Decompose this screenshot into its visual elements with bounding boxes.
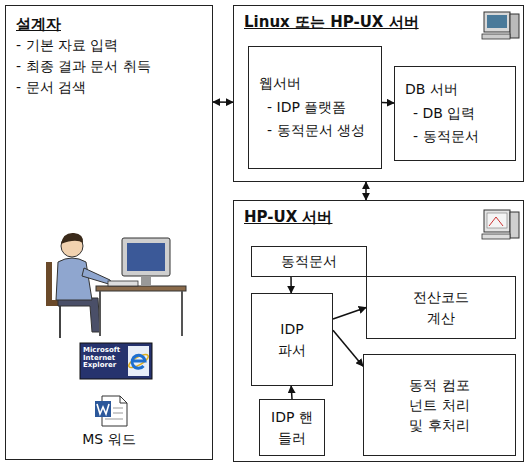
server-group: Linux 또는 HP-UX 서버웹서버- IDP 플랫폼- 동적문서 생성DB…: [233, 5, 524, 182]
user-panel: 설계자- 기본 자료 입력- 최종 결과 문서 취득- 문서 검색 MS 워드: [5, 5, 213, 460]
browser-icon-logo: [132, 355, 145, 368]
desk-leg: [99, 291, 101, 336]
monitor-stand: [141, 276, 151, 286]
server-icon: [482, 12, 519, 39]
server-screen: [487, 213, 507, 228]
group-heading: 설계자: [16, 14, 61, 35]
server-screen: [487, 15, 507, 28]
designer-hair: [61, 233, 83, 244]
icon-caption: MS 워드: [6, 431, 212, 449]
connector-arrow: [290, 386, 292, 399]
browser-icon-orbit: [127, 352, 150, 370]
connector-arrow: [333, 330, 363, 366]
word-page-fold: [120, 396, 127, 403]
box-heading: DB 서버: [405, 78, 458, 102]
server-tower: [510, 14, 519, 38]
connector-arrow: [290, 277, 292, 293]
process-box: IDP 핸들러: [259, 399, 325, 456]
server-group: HP-UX 서버동적문서 IDP 파서 전산코드 계산 IDP 핸들러 동적 컴포넌트 …: [233, 200, 524, 462]
connector-arrow: [382, 102, 394, 104]
process-box: 동적 컴포넌트 처리 및 후처리: [363, 354, 516, 456]
browser-icon-frame: [80, 343, 152, 379]
bullet-item: - 기본 자료 입력: [16, 35, 118, 56]
word-icon: [95, 396, 127, 426]
browser-icon: [80, 343, 152, 379]
chair-leg: [59, 306, 61, 338]
connector-arrow: [333, 308, 366, 320]
server-base: [482, 34, 510, 39]
monitor-screen: [127, 243, 165, 271]
word-badge-mark: [97, 404, 109, 414]
word-badge: [95, 401, 111, 417]
process-box: 동적문서: [251, 246, 367, 277]
desk-top: [96, 286, 186, 291]
designer-legs: [58, 298, 100, 332]
bullet-item: - 동적문서 생성: [267, 119, 365, 143]
connector-arrow: [365, 182, 367, 200]
bullet-item: - IDP 플랫폼: [267, 96, 346, 120]
icon-logo-text: Microsoft Internet Explorer: [83, 347, 127, 370]
box-label: 동적 컴포넌트 처리 및 후처리: [405, 375, 475, 436]
word-page-line: [105, 419, 123, 420]
server-monitor: [484, 210, 510, 232]
server-monitor: [484, 12, 510, 32]
box-label: IDP 파서: [274, 319, 310, 360]
server-screen-mark: [489, 217, 503, 226]
box-label: 동적문서: [281, 251, 337, 271]
server-icon: [482, 210, 519, 239]
box-label: 전산코드 계산: [406, 287, 476, 328]
group-heading: Linux 또는 HP-UX 서버: [244, 12, 419, 33]
keyboard: [108, 281, 138, 286]
web-server-box: 웹서버- IDP 플랫폼- 동적문서 생성: [248, 46, 382, 169]
process-box: 전산코드 계산: [366, 276, 516, 339]
word-page-line: [113, 408, 123, 409]
word-page-line: [113, 413, 123, 414]
bullet-item: - 최종 결과 문서 취득: [16, 56, 151, 77]
group-heading: HP-UX 서버: [244, 207, 332, 228]
designer-figure: [46, 233, 186, 338]
bullet-item: - 동적문서: [413, 125, 479, 149]
browser-icon-tile: [128, 346, 149, 376]
connector-arrow: [213, 101, 233, 103]
bullet-item: - DB 입력: [413, 102, 475, 126]
designer-arm: [82, 268, 112, 285]
desk-leg: [181, 291, 183, 336]
db-server-box: DB 서버- DB 입력- 동적문서: [394, 66, 516, 161]
bullet-item: - 문서 검색: [16, 77, 86, 98]
process-box: IDP 파서: [251, 293, 333, 386]
box-label: IDP 핸들러: [266, 407, 318, 448]
server-base: [482, 234, 510, 239]
chair-back: [46, 262, 52, 306]
server-tower: [510, 212, 519, 238]
monitor: [122, 238, 170, 276]
designer-torso: [56, 258, 92, 300]
box-heading: 웹서버: [259, 72, 301, 96]
